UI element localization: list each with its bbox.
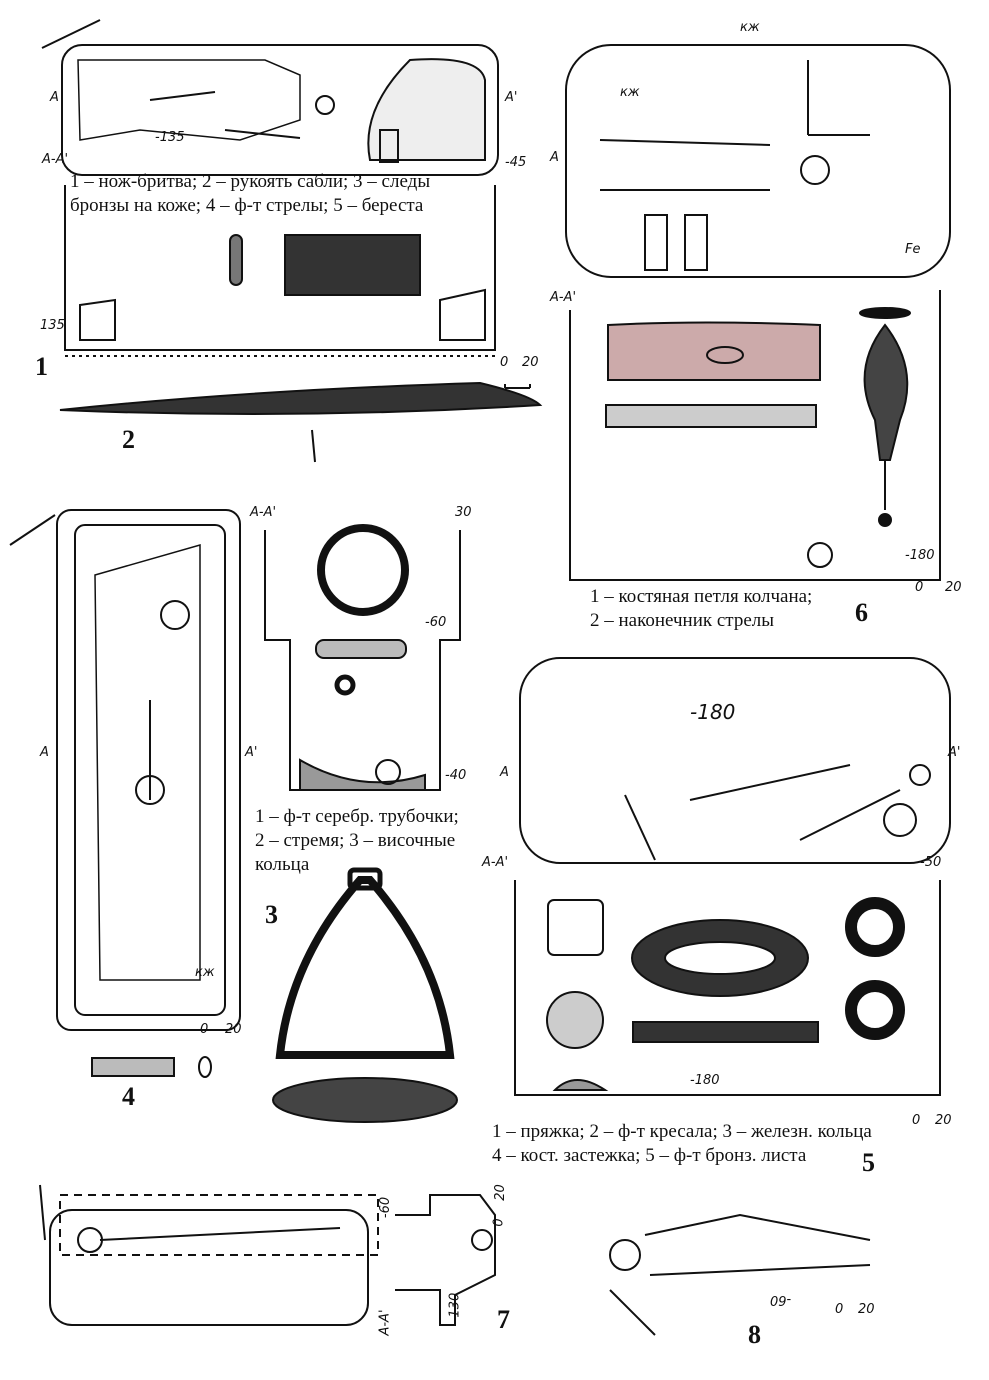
caption-line: 4 – кост. застежка; 5 – ф-т бронз. листа	[492, 1145, 807, 1166]
fig5-depth-bottom: -180	[690, 1073, 720, 1088]
fig5-section-label: А-А'	[482, 855, 509, 870]
fig6-caption: 1 – костяная петля колчана; 2 – наконечн…	[590, 585, 812, 633]
fig7-grave	[39, 1184, 496, 1326]
fig1-depth-plan: -135	[155, 130, 185, 145]
figure-number-5: 5	[862, 1148, 875, 1177]
fig6-mark-kzh: кж	[740, 20, 760, 35]
fig3-depth-top: 30	[455, 505, 472, 520]
fig7-scale-0: 0	[491, 1218, 507, 1227]
fig8-scale-0: 0	[835, 1302, 844, 1317]
fig3-caption: 1 – ф-т серебр. трубочки; 2 – стремя; 3 …	[255, 805, 459, 877]
fig7-depth-bottom: -130	[447, 1292, 463, 1323]
fig3-scale-20: 20	[225, 1022, 242, 1037]
caption-line: 1 – костяная петля колчана;	[590, 586, 813, 607]
fig1-depth-bottom: 135	[40, 318, 65, 333]
fig1-section-label: А-А'	[42, 152, 69, 167]
fig5-caption: 1 – пряжка; 2 – ф-т кресала; 3 – железн.…	[492, 1120, 872, 1168]
fig1-caption: 1 – нож-бритва; 2 – рукоять сабли; 3 – с…	[70, 170, 430, 218]
figure-number-2: 2	[122, 425, 135, 454]
fig3-axis-a: А	[40, 745, 49, 760]
caption-line: 1 – ф-т серебр. трубочки;	[255, 806, 459, 827]
fig7-scale-20: 20	[492, 1184, 508, 1201]
caption-line: кольца	[255, 854, 310, 875]
fig8-skeleton	[609, 1213, 871, 1336]
fig1-axis-a-prime: А'	[505, 90, 518, 105]
fig3-depth-mid: -60	[425, 615, 447, 630]
caption-line: бронзы на коже; 4 – ф-т стрелы; 5 – бере…	[70, 195, 424, 216]
fig6-scale-20: 20	[945, 580, 962, 595]
fig6-axis-a: А	[550, 150, 559, 165]
fig3-grave-plan	[9, 509, 241, 1031]
fig5-depth-top: -50	[920, 855, 942, 870]
caption-line: 1 – нож-бритва; 2 – рукоять сабли; 3 – с…	[70, 171, 431, 192]
figure-number-3: 3	[265, 900, 278, 929]
fig6-depth: -180	[905, 548, 935, 563]
fig6-scale-0: 0	[915, 580, 924, 595]
fig4-bone-fastener	[91, 1056, 212, 1078]
fig1-scale-0: 0	[500, 355, 509, 370]
fig1-scale-20: 20	[522, 355, 539, 370]
fig3-stirrup	[272, 867, 458, 1123]
caption-line: 1 – пряжка; 2 – ф-т кресала; 3 – железн.…	[492, 1121, 872, 1142]
fig7-depth-top: -60	[378, 1196, 394, 1219]
fig5-scale-20: 20	[935, 1113, 952, 1128]
figure-number-1: 1	[35, 352, 48, 381]
fig3-section-label: А-А'	[250, 505, 277, 520]
figure-number-8: 8	[748, 1320, 761, 1349]
fig6-grave-plan	[565, 44, 951, 278]
fig1-grave-plan	[41, 19, 499, 176]
fig5-axis-a: А	[500, 765, 509, 780]
fig1-axis-a: А	[50, 90, 59, 105]
fig1-section	[64, 185, 531, 389]
fig3-depth-bottom: -40	[445, 768, 467, 783]
fig3-mark-kzh: кж	[195, 965, 215, 980]
fig3-axis-a-prime: А'	[245, 745, 258, 760]
fig6-section-label: А-А'	[550, 290, 577, 305]
figure-number-7: 7	[497, 1305, 510, 1334]
fig3-scale-0: 0	[200, 1022, 209, 1037]
fig8-depth: -60	[770, 1292, 792, 1307]
figure-number-4: 4	[122, 1082, 135, 1111]
figure-number-6: 6	[855, 598, 868, 627]
fig6-section	[569, 290, 941, 581]
fig3-section	[264, 524, 461, 791]
fig6-mark-fe: Fe	[905, 242, 921, 257]
fig5-grave-plan	[519, 657, 951, 864]
fig2-saber-handle	[59, 381, 543, 463]
fig6-mark-kzh-2: кж	[620, 85, 640, 100]
fig5-depth-plan: -180	[690, 700, 736, 724]
fig5-axis-a-prime: А'	[948, 745, 961, 760]
fig5-scale-0: 0	[912, 1113, 921, 1128]
caption-line: 2 – наконечник стрелы	[590, 610, 775, 631]
fig7-section-label: А-А'	[377, 1309, 393, 1336]
fig8-scale-20: 20	[858, 1302, 875, 1317]
fig5-section	[514, 880, 941, 1096]
fig1-depth-top: -45	[505, 155, 527, 170]
caption-line: 2 – стремя; 3 – височные	[255, 830, 456, 851]
